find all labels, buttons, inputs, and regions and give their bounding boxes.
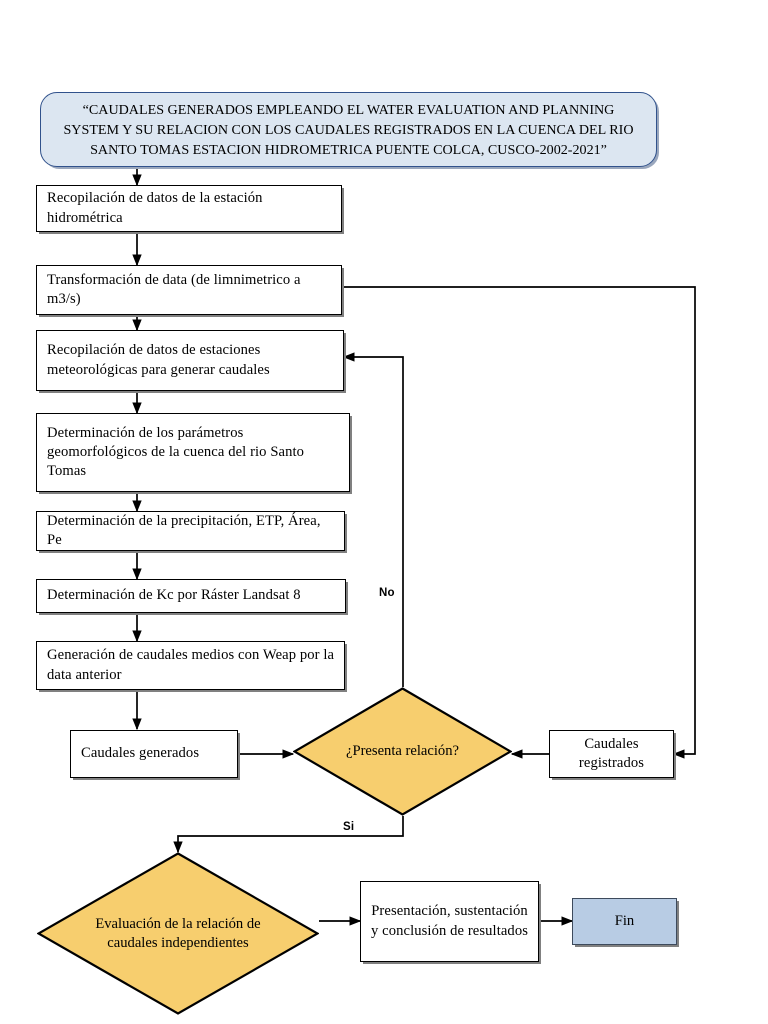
edge-label-no: No bbox=[379, 587, 395, 599]
node-transformacion-data: Transformación de data (de limnimetrico … bbox=[36, 265, 342, 315]
node-recopilacion-meteorologicas-label: Recopilación de datos de estaciones mete… bbox=[47, 342, 270, 378]
node-caudales-generados-label: Caudales generados bbox=[81, 745, 200, 762]
node-fin-label: Fin bbox=[614, 913, 635, 929]
edge-label-si: Si bbox=[343, 821, 355, 833]
node-generacion-weap: Generación de caudales medios con Weap p… bbox=[36, 641, 345, 690]
node-recopilacion-meteorologicas: Recopilación de datos de estaciones mete… bbox=[36, 330, 344, 391]
edge-decision-no-to-meteorologicas bbox=[342, 352, 404, 687]
node-kc-raster: Determinación de Kc por Ráster Landsat 8 bbox=[36, 579, 346, 613]
title-node-label: “CAUDALES GENERADOS EMPLEANDO EL WATER E… bbox=[63, 101, 634, 158]
node-recopilacion-hidrometrica-label: Recopilación de datos de la estación hid… bbox=[47, 190, 263, 226]
node-decision-evaluacion: Evaluación de la relación de caudales in… bbox=[37, 852, 319, 1015]
node-generacion-weap-label: Generación de caudales medios con Weap p… bbox=[47, 647, 335, 683]
node-decision-relacion: ¿Presenta relación? bbox=[293, 687, 512, 816]
node-caudales-registrados-label: Caudales registrados bbox=[578, 735, 645, 771]
node-decision-evaluacion-label: Evaluación de la relación de caudales in… bbox=[95, 915, 261, 951]
node-precipitacion-etp: Determinación de la precipitación, ETP, … bbox=[36, 511, 345, 551]
node-recopilacion-hidrometrica: Recopilación de datos de la estación hid… bbox=[36, 185, 342, 232]
node-transformacion-data-label: Transformación de data (de limnimetrico … bbox=[47, 271, 301, 307]
title-node: “CAUDALES GENERADOS EMPLEANDO EL WATER E… bbox=[40, 92, 657, 167]
node-caudales-registrados: Caudales registrados bbox=[549, 730, 674, 778]
node-parametros-geomorfologicos: Determinación de los parámetros geomorfo… bbox=[36, 413, 350, 492]
decision-relacion-shape bbox=[293, 687, 512, 816]
node-parametros-geomorfologicos-label: Determinación de los parámetros geomorfo… bbox=[47, 424, 305, 480]
decision-evaluacion-shape bbox=[37, 852, 319, 1015]
node-precipitacion-etp-label: Determinación de la precipitación, ETP, … bbox=[47, 512, 321, 548]
node-presentacion-label: Presentación, sustentación y conclusión … bbox=[370, 903, 529, 939]
node-presentacion: Presentación, sustentación y conclusión … bbox=[360, 881, 539, 962]
node-kc-raster-label: Determinación de Kc por Ráster Landsat 8 bbox=[47, 587, 301, 604]
node-caudales-generados: Caudales generados bbox=[70, 730, 238, 778]
edge-transformacion-to-caudales-registrados bbox=[342, 286, 696, 759]
node-fin: Fin bbox=[572, 898, 677, 945]
edge-decision-si-to-evaluacion bbox=[173, 816, 404, 854]
node-decision-relacion-label: ¿Presenta relación? bbox=[345, 743, 460, 760]
